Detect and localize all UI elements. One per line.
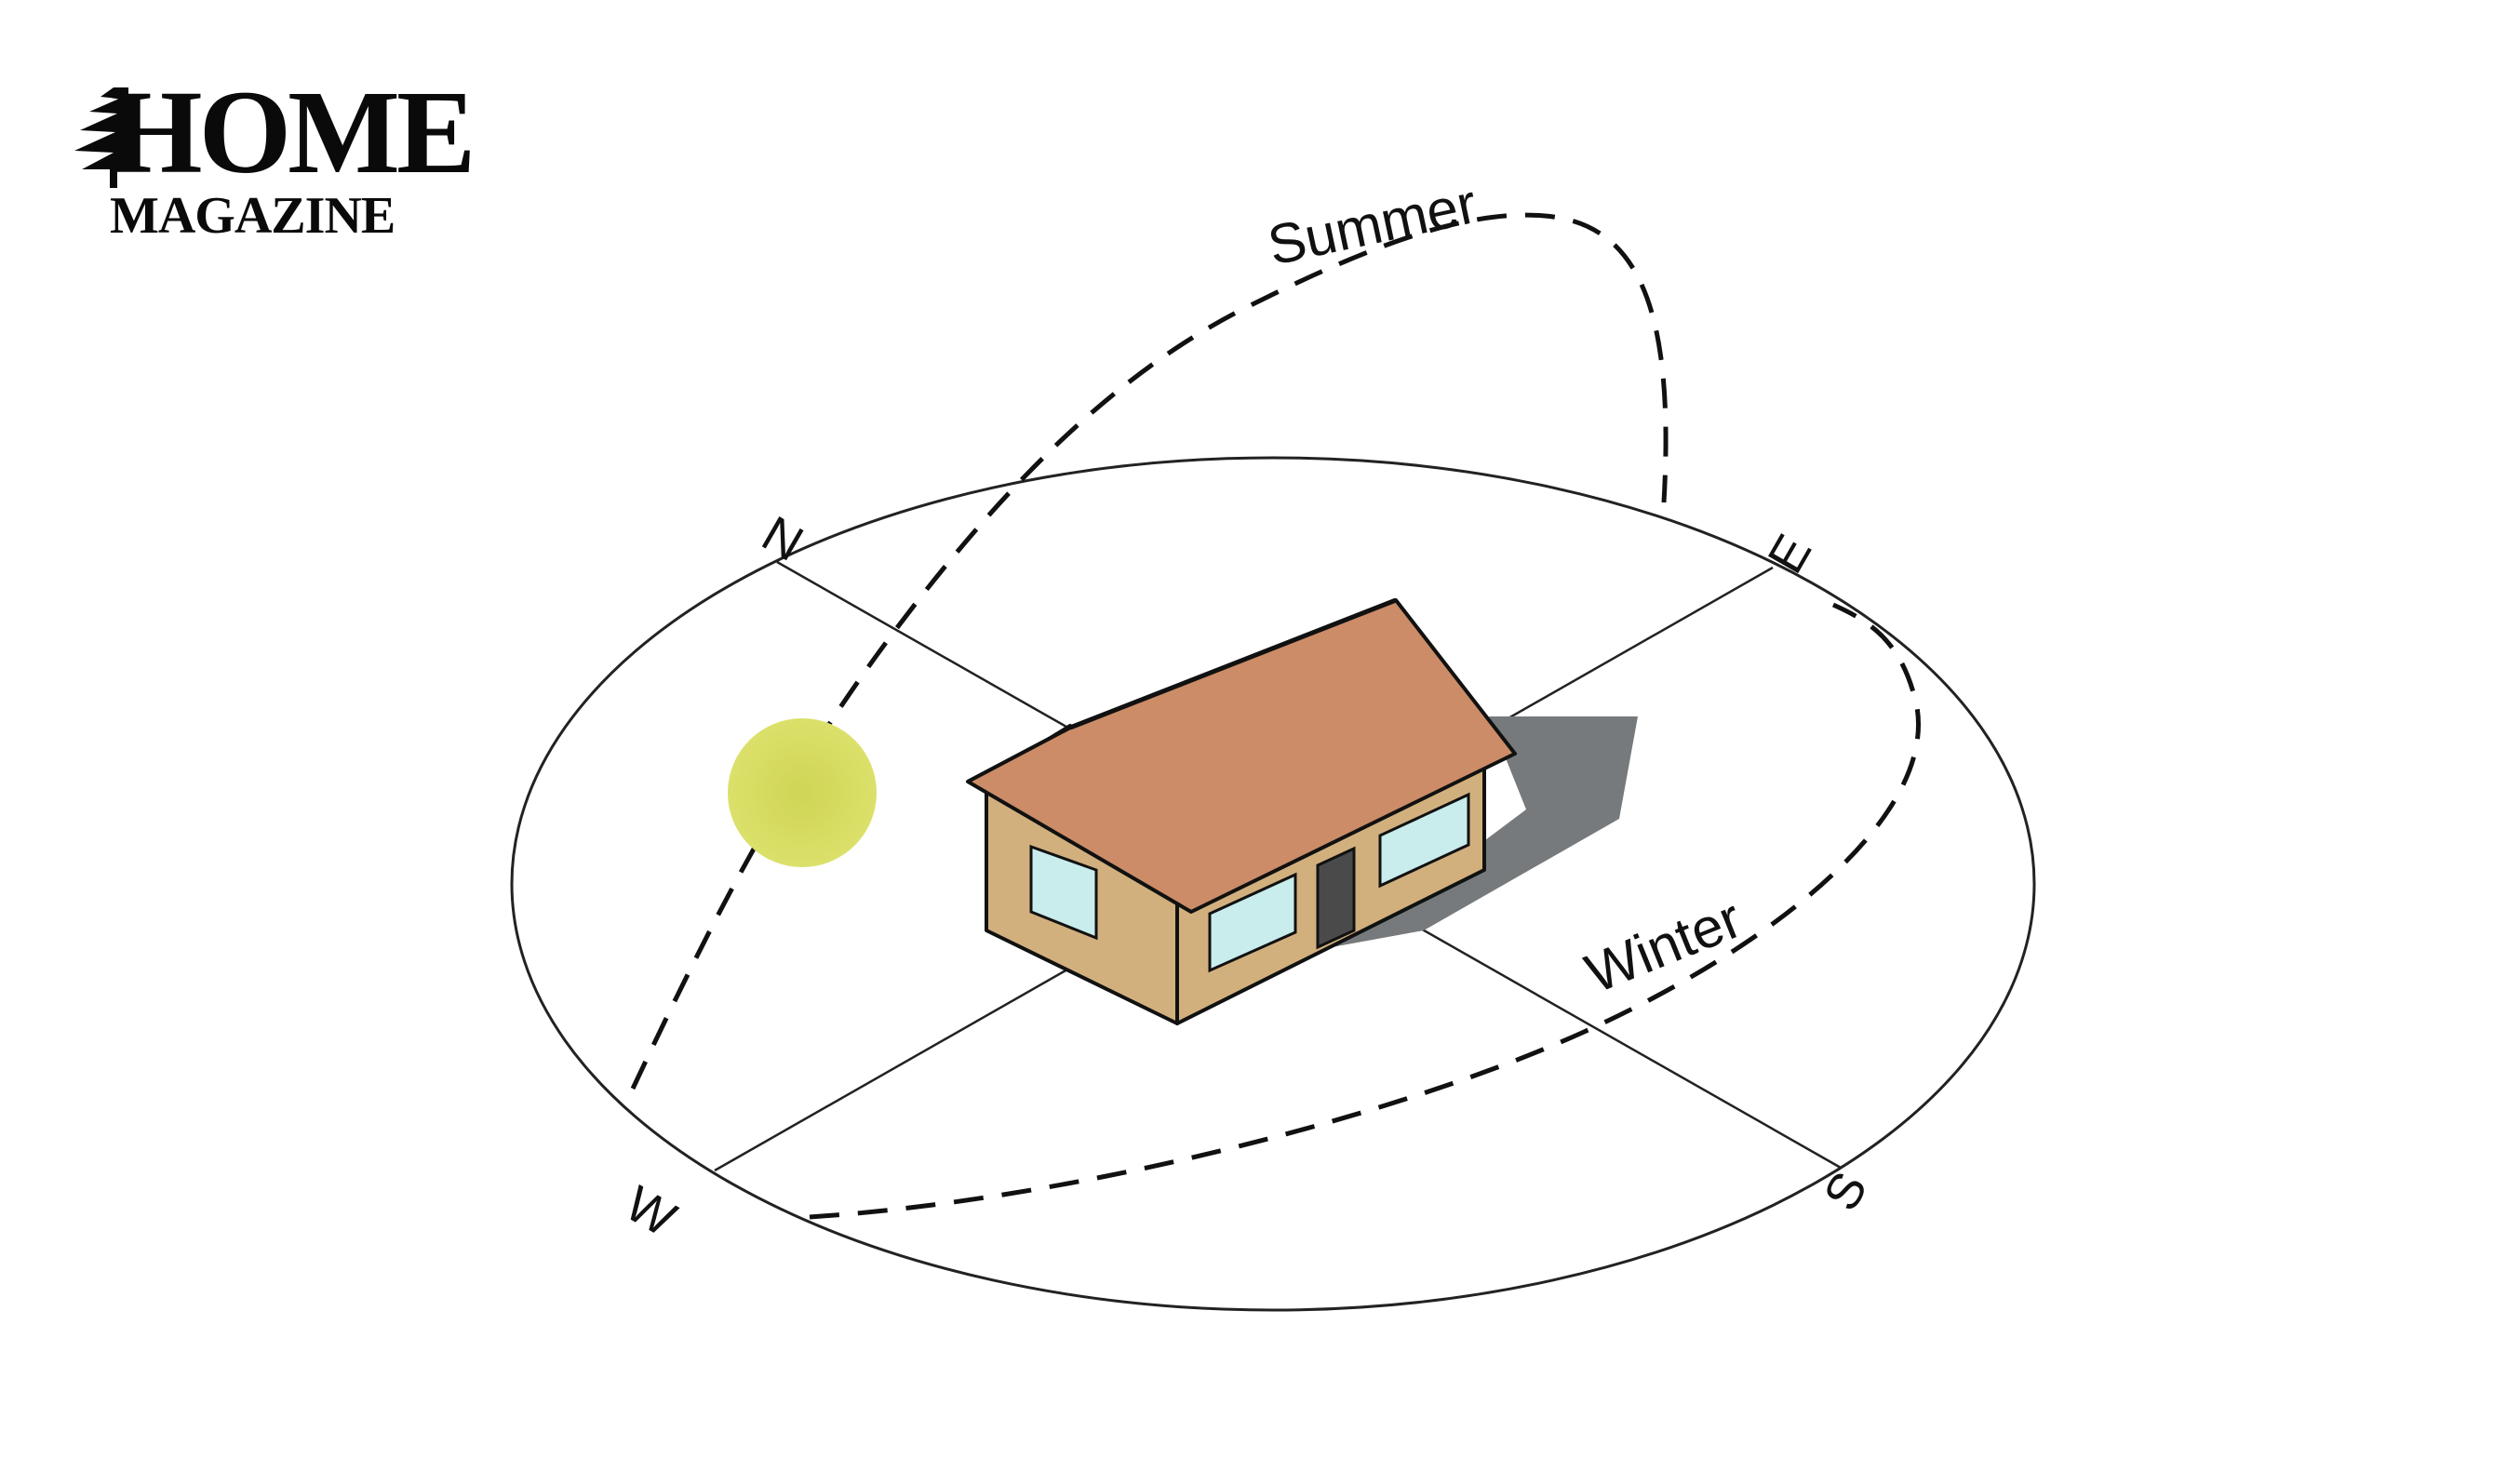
home-magazine-logo: HOME MAGAZINE	[73, 66, 476, 249]
summer-label: Summer	[1263, 172, 1482, 277]
horizon-ellipse	[510, 456, 2036, 1312]
sun-icon	[728, 718, 877, 867]
logo-magazine-text: MAGAZINE	[110, 187, 395, 245]
house-shadow-base	[1321, 819, 1619, 949]
winter-label: Winter	[1577, 887, 1750, 1005]
compass-north-label: N	[753, 505, 812, 571]
winter-sun-path	[809, 602, 1921, 1220]
house-shadow	[1303, 716, 1638, 958]
front-window-right	[1378, 792, 1470, 889]
house-door	[1316, 846, 1356, 950]
cedar-tree-icon	[74, 87, 128, 188]
roof-ridge	[1069, 597, 1397, 730]
roof-eave-left	[967, 726, 1071, 783]
gable-window	[1029, 844, 1098, 941]
logo-home-text: HOME	[110, 66, 476, 198]
front-window-left	[1208, 872, 1297, 973]
compass-south-label: S	[1813, 1163, 1878, 1220]
compass-west-label: W	[616, 1175, 685, 1247]
compass-east-label: E	[1757, 526, 1822, 582]
